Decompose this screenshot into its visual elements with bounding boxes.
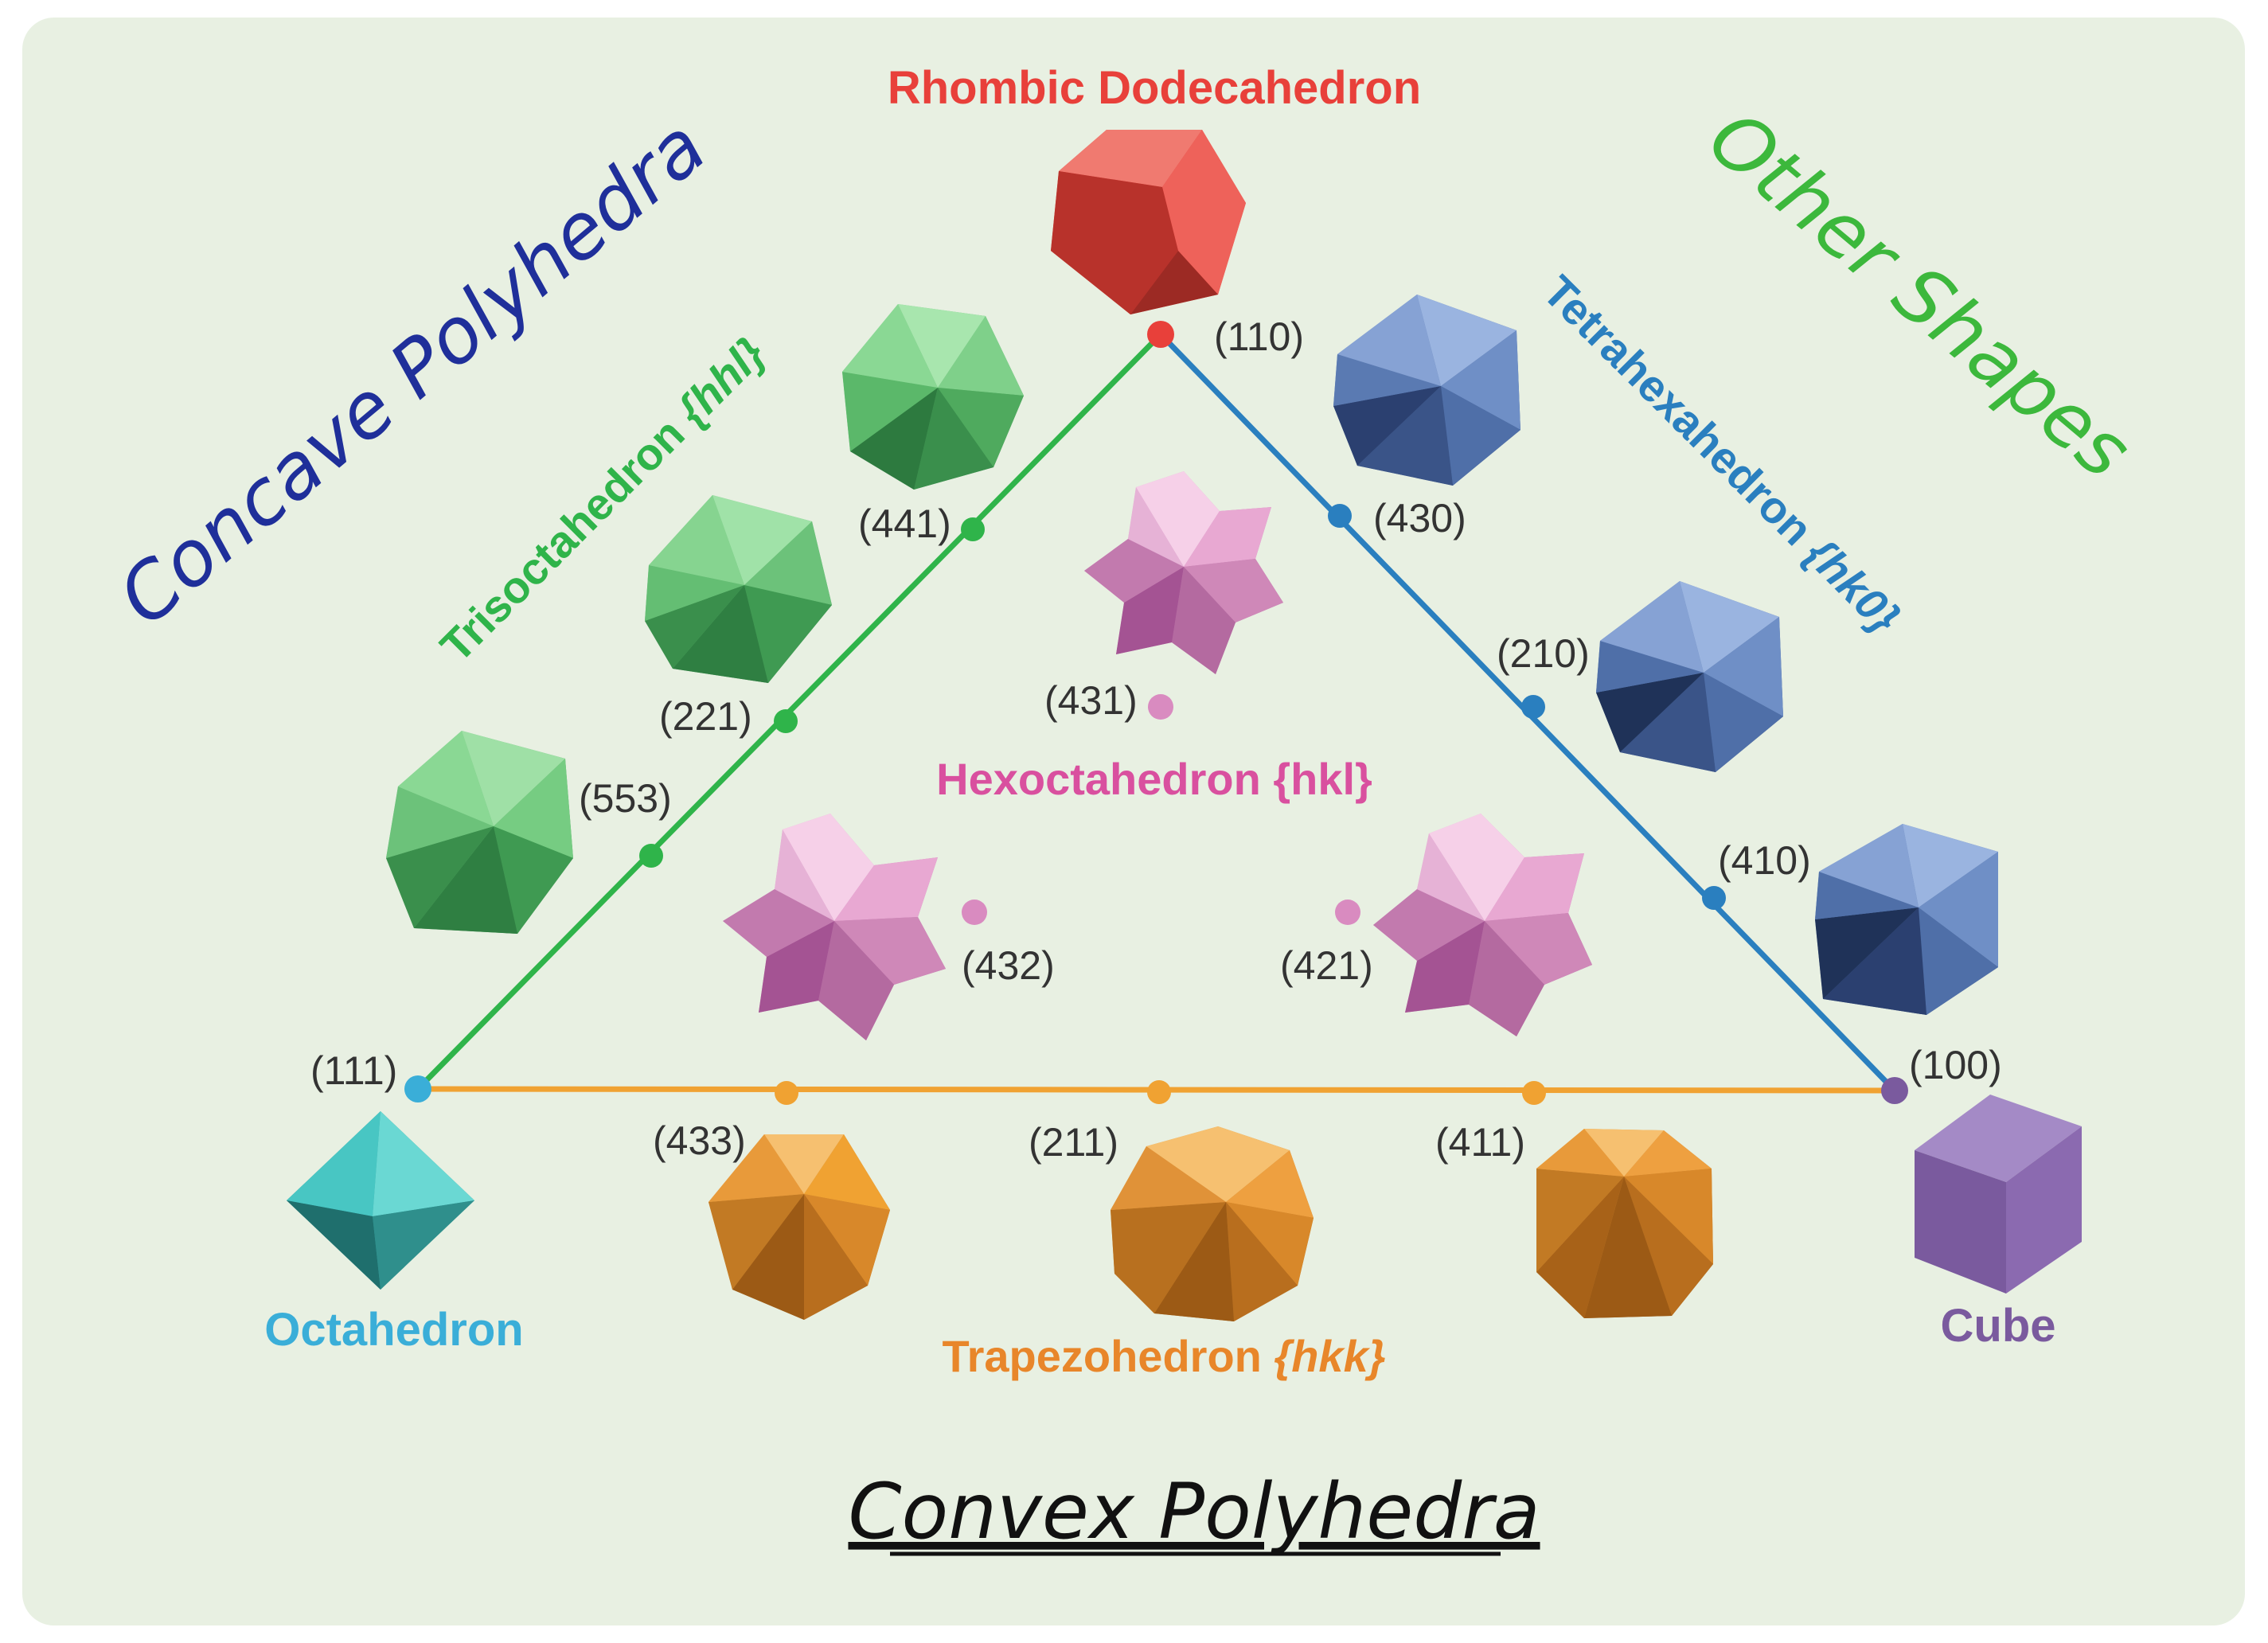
tetrahexahedron-icon <box>1815 824 1998 1015</box>
dot-553 <box>639 844 663 868</box>
index-441: (441) <box>858 501 951 546</box>
tetrahexahedron-icon <box>1333 295 1520 486</box>
trapezohedron-label: Trapezohedron {hkk} <box>942 1331 1385 1381</box>
octahedron-vertex-dot <box>404 1075 431 1102</box>
index-221: (221) <box>659 694 752 739</box>
dot-430 <box>1328 504 1352 528</box>
octahedron-name: Octahedron <box>264 1304 524 1356</box>
trapezohedron-label-main: Trapezohedron <box>942 1331 1274 1381</box>
trapezohedron-label-hkl: {hkk} <box>1274 1331 1385 1381</box>
trisoctahedron-icon <box>645 495 832 683</box>
trapezohedron-icon <box>1111 1126 1314 1321</box>
index-432: (432) <box>962 943 1055 988</box>
index-210: (210) <box>1497 631 1590 676</box>
convex-title: Convex Polyhedra <box>848 1467 1540 1556</box>
index-110: (110) <box>1214 314 1304 359</box>
index-431: (431) <box>1044 678 1138 723</box>
rhombic-dodecahedron-icon <box>1051 130 1246 314</box>
dot-221 <box>774 709 798 733</box>
rhombic-name: Rhombic Dodecahedron <box>888 62 1421 114</box>
dot-432 <box>962 900 987 925</box>
index-553: (553) <box>579 776 672 821</box>
tetrahexahedron-icon <box>1596 581 1783 772</box>
dot-410 <box>1702 886 1726 910</box>
cube-icon <box>1915 1095 2082 1294</box>
trapezohedron-icon <box>709 1134 890 1320</box>
trapezohedron-icon <box>1536 1129 1713 1318</box>
cube-vertex-dot <box>1881 1077 1908 1104</box>
index-111: (111) <box>310 1048 397 1093</box>
rhombic-vertex-dot <box>1147 321 1174 348</box>
index-211: (211) <box>1029 1120 1118 1165</box>
hexoctahedron-icon <box>1373 814 1592 1036</box>
index-433: (433) <box>653 1118 746 1163</box>
index-421: (421) <box>1280 943 1373 988</box>
trisoctahedron-icon <box>386 731 573 934</box>
cube-name: Cube <box>1941 1300 2056 1352</box>
hexoctahedron-label: Hexoctahedron {hkl} <box>936 754 1372 804</box>
hexoctahedron-icon <box>1084 471 1283 674</box>
dot-210 <box>1521 695 1545 719</box>
index-100: (100) <box>1909 1043 2002 1087</box>
dot-433 <box>775 1081 798 1105</box>
trisoctahedron-icon <box>842 304 1024 490</box>
index-410: (410) <box>1718 838 1811 883</box>
dot-441 <box>961 517 985 541</box>
index-430: (430) <box>1373 496 1466 541</box>
dot-211 <box>1147 1080 1171 1104</box>
hexoctahedron-icon <box>723 814 946 1040</box>
octahedron-icon <box>287 1111 474 1290</box>
dot-431 <box>1148 694 1173 720</box>
dot-411 <box>1522 1081 1546 1105</box>
dot-421 <box>1335 900 1360 925</box>
index-411: (411) <box>1435 1120 1525 1165</box>
